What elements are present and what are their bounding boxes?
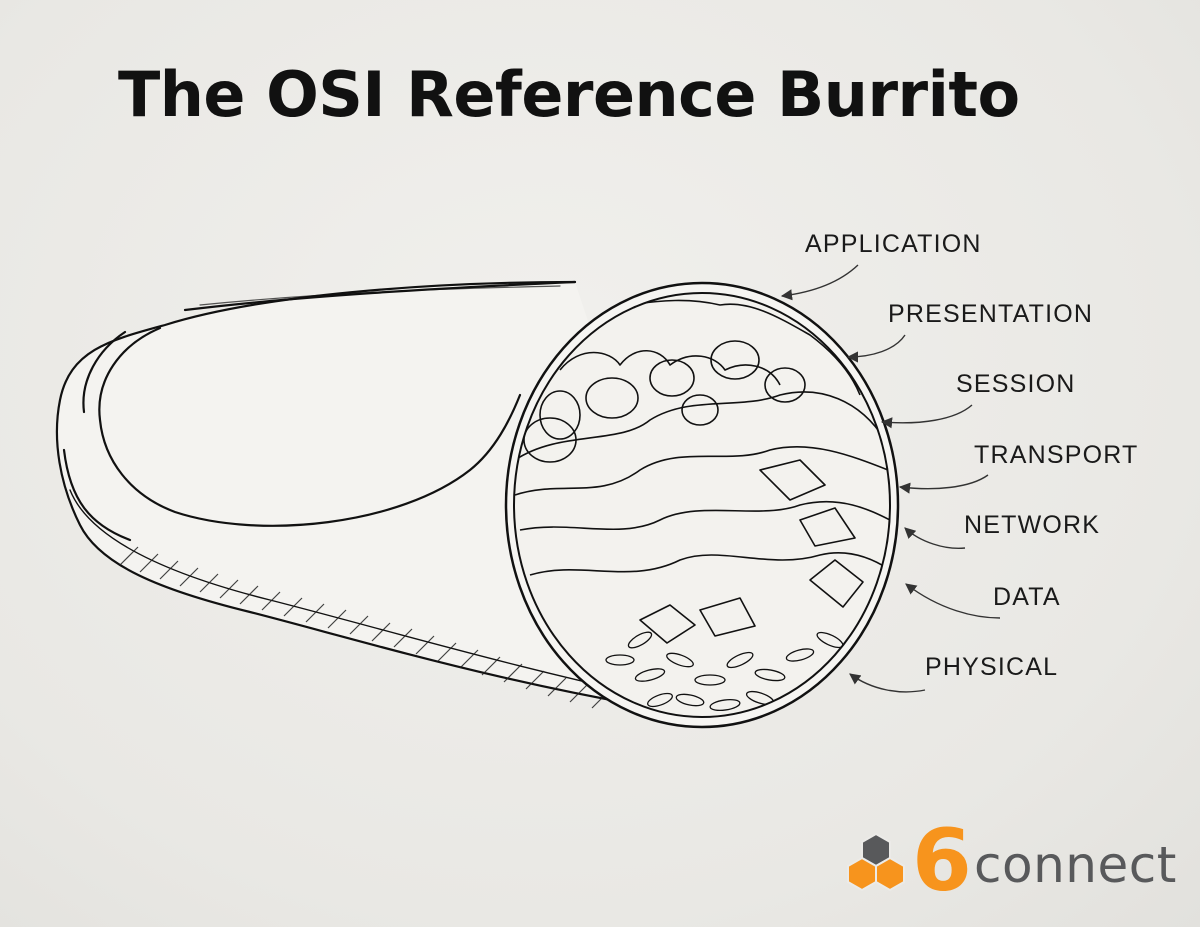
layer-label-presentation: PRESENTATION	[888, 300, 1094, 328]
company-logo: 6 connect	[846, 818, 1177, 904]
arrow-icon	[880, 404, 973, 429]
layer-label-physical: PHYSICAL	[925, 653, 1059, 681]
tortilla-shading	[119, 546, 611, 709]
arrow-icon	[849, 673, 926, 693]
hexagon-cluster-icon	[847, 832, 905, 892]
layer-label-transport: TRANSPORT	[974, 441, 1139, 469]
arrow-icon	[904, 527, 966, 550]
layer-pointer-arrows	[780, 264, 1001, 693]
layer-label-application: APPLICATION	[805, 230, 982, 258]
arrow-icon	[898, 474, 989, 494]
layer-label-session: SESSION	[956, 370, 1076, 398]
logo-wordmark: connect	[974, 836, 1177, 894]
burrito-cross-section	[504, 281, 900, 729]
layer-label-data: DATA	[993, 583, 1061, 611]
logo-digit: 6	[912, 811, 972, 911]
arrow-icon	[905, 583, 1001, 619]
layer-label-network: NETWORK	[964, 511, 1101, 539]
arrow-icon	[780, 264, 859, 301]
arrow-icon	[846, 334, 906, 363]
page-title: The OSI Reference Burrito	[118, 58, 1020, 131]
